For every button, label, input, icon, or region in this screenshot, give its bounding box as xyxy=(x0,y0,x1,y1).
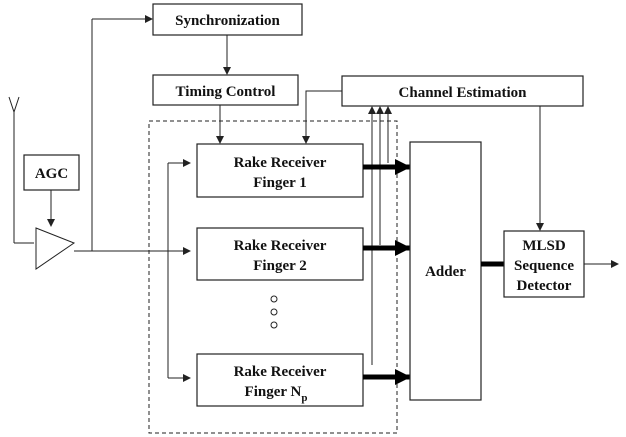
mlsd-line1: MLSD xyxy=(522,238,566,254)
amplifier-icon xyxy=(35,227,76,270)
mlsd-line2: Sequence xyxy=(514,258,574,274)
finger1-line1: Rake Receiver xyxy=(234,155,327,171)
timing-control-block: Timing Control xyxy=(152,74,299,106)
agc-label: AGC xyxy=(35,166,68,182)
rake-finger-1-block: Rake Receiver Finger 1 xyxy=(196,143,364,198)
finger2-line1: Rake Receiver xyxy=(234,238,327,254)
mlsd-detector-block: MLSD Sequence Detector xyxy=(503,230,585,298)
antenna-icon xyxy=(8,96,34,244)
channel-estimation-block: Channel Estimation xyxy=(341,75,584,107)
fingerN-main-text: Finger N xyxy=(245,384,302,400)
ellipsis-icon xyxy=(270,295,278,329)
finger2-line2: Finger 2 xyxy=(253,258,306,274)
fingerN-line1: Rake Receiver xyxy=(234,364,327,380)
channel-to-finger1-arrow xyxy=(302,90,342,144)
fingerN-subscript: p xyxy=(301,392,307,404)
synchronization-block: Synchronization xyxy=(152,3,303,36)
rake-finger-n-block: Rake Receiver Finger Np xyxy=(196,353,364,407)
finger1-line2: Finger 1 xyxy=(253,175,306,191)
synchronization-label: Synchronization xyxy=(175,13,280,29)
fingerN-line2: Finger Np xyxy=(245,384,308,404)
timing-control-label: Timing Control xyxy=(176,84,276,100)
agc-block: AGC xyxy=(23,154,80,191)
rake-finger-2-block: Rake Receiver Finger 2 xyxy=(196,227,364,281)
mlsd-line3: Detector xyxy=(517,278,572,294)
adder-label: Adder xyxy=(425,264,466,280)
adder-block: Adder xyxy=(409,141,482,401)
channel-estimation-label: Channel Estimation xyxy=(399,85,528,101)
